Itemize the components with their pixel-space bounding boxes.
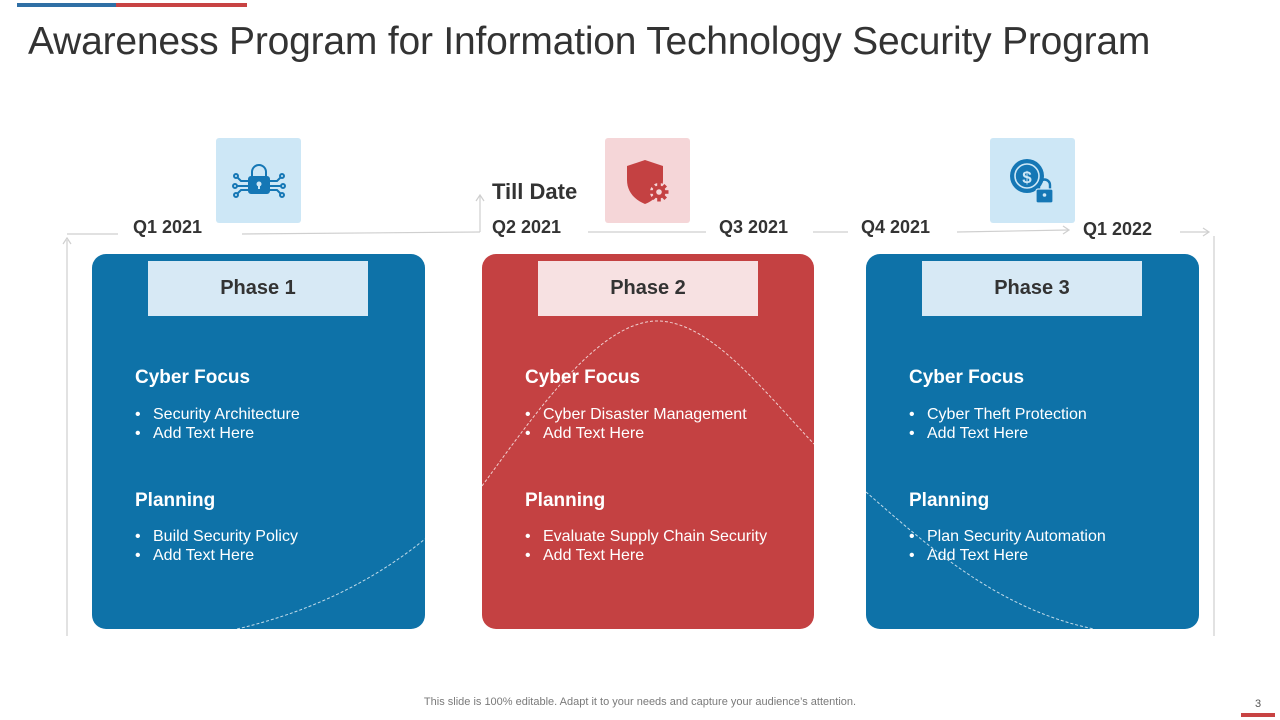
till-date-label: Till Date — [492, 179, 578, 204]
list-item: Cyber Theft Protection — [909, 405, 1087, 424]
decorative-curve — [482, 320, 814, 487]
quarter-label-q4-2021: Q4 2021 — [861, 217, 931, 237]
cyber-focus-title: Cyber Focus — [135, 367, 251, 388]
cyber-focus-title: Cyber Focus — [525, 367, 641, 388]
phase-label: Phase 2 — [538, 261, 758, 316]
cyber-focus-list: Cyber Disaster Management Add Text Here — [525, 405, 747, 443]
quarter-label-q1-2022: Q1 2022 — [1083, 219, 1153, 239]
cyber-focus-title: Cyber Focus — [909, 367, 1025, 388]
phase-card-3: Phase 3 Cyber Focus Cyber Theft Protecti… — [866, 254, 1199, 629]
icon-box-phase-1 — [216, 138, 301, 223]
list-item: Plan Security Automation — [909, 527, 1106, 546]
icon-box-phase-3: $ — [990, 138, 1075, 223]
circuit-lock-icon — [231, 163, 286, 198]
svg-text:$: $ — [1022, 168, 1032, 187]
cyber-focus-list: Security Architecture Add Text Here — [135, 405, 300, 443]
cyber-focus-list: Cyber Theft Protection Add Text Here — [909, 405, 1087, 443]
list-item: Add Text Here — [135, 546, 298, 565]
list-item: Add Text Here — [525, 424, 747, 443]
list-item: Build Security Policy — [135, 527, 298, 546]
list-item: Add Text Here — [525, 546, 767, 565]
planning-list: Plan Security Automation Add Text Here — [909, 527, 1106, 565]
slide-title: Awareness Program for Information Techno… — [28, 20, 1151, 63]
top-accent-blue — [17, 3, 116, 7]
phase-label: Phase 1 — [148, 261, 368, 316]
planning-list: Evaluate Supply Chain Security Add Text … — [525, 527, 767, 565]
list-item: Evaluate Supply Chain Security — [525, 527, 767, 546]
top-accent-red — [116, 3, 247, 7]
list-item: Add Text Here — [135, 424, 300, 443]
list-item: Cyber Disaster Management — [525, 405, 747, 424]
planning-title: Planning — [909, 490, 990, 511]
quarter-label-q1-2021: Q1 2021 — [133, 217, 203, 237]
phase-card-1: Phase 1 Cyber Focus Security Architectur… — [92, 254, 425, 629]
icon-box-phase-2 — [605, 138, 690, 223]
decorative-curve — [236, 538, 425, 629]
coin-lock-icon: $ — [1009, 158, 1054, 204]
page-number: 3 — [1255, 698, 1262, 710]
list-item: Security Architecture — [135, 405, 300, 424]
planning-title: Planning — [525, 490, 606, 511]
list-item: Add Text Here — [909, 424, 1087, 443]
planning-title: Planning — [135, 490, 216, 511]
footer-note: This slide is 100% editable. Adapt it to… — [423, 696, 857, 708]
decorative-curve — [866, 491, 1095, 629]
shield-gear-icon — [626, 159, 668, 204]
planning-list: Build Security Policy Add Text Here — [135, 527, 298, 565]
phase-label: Phase 3 — [922, 261, 1142, 316]
quarter-label-q2-2021: Q2 2021 — [492, 217, 562, 237]
page-number-accent — [1241, 713, 1275, 717]
phase-card-2: Phase 2 Cyber Focus Cyber Disaster Manag… — [482, 254, 814, 629]
list-item: Add Text Here — [909, 546, 1106, 565]
quarter-label-q3-2021: Q3 2021 — [719, 217, 789, 237]
